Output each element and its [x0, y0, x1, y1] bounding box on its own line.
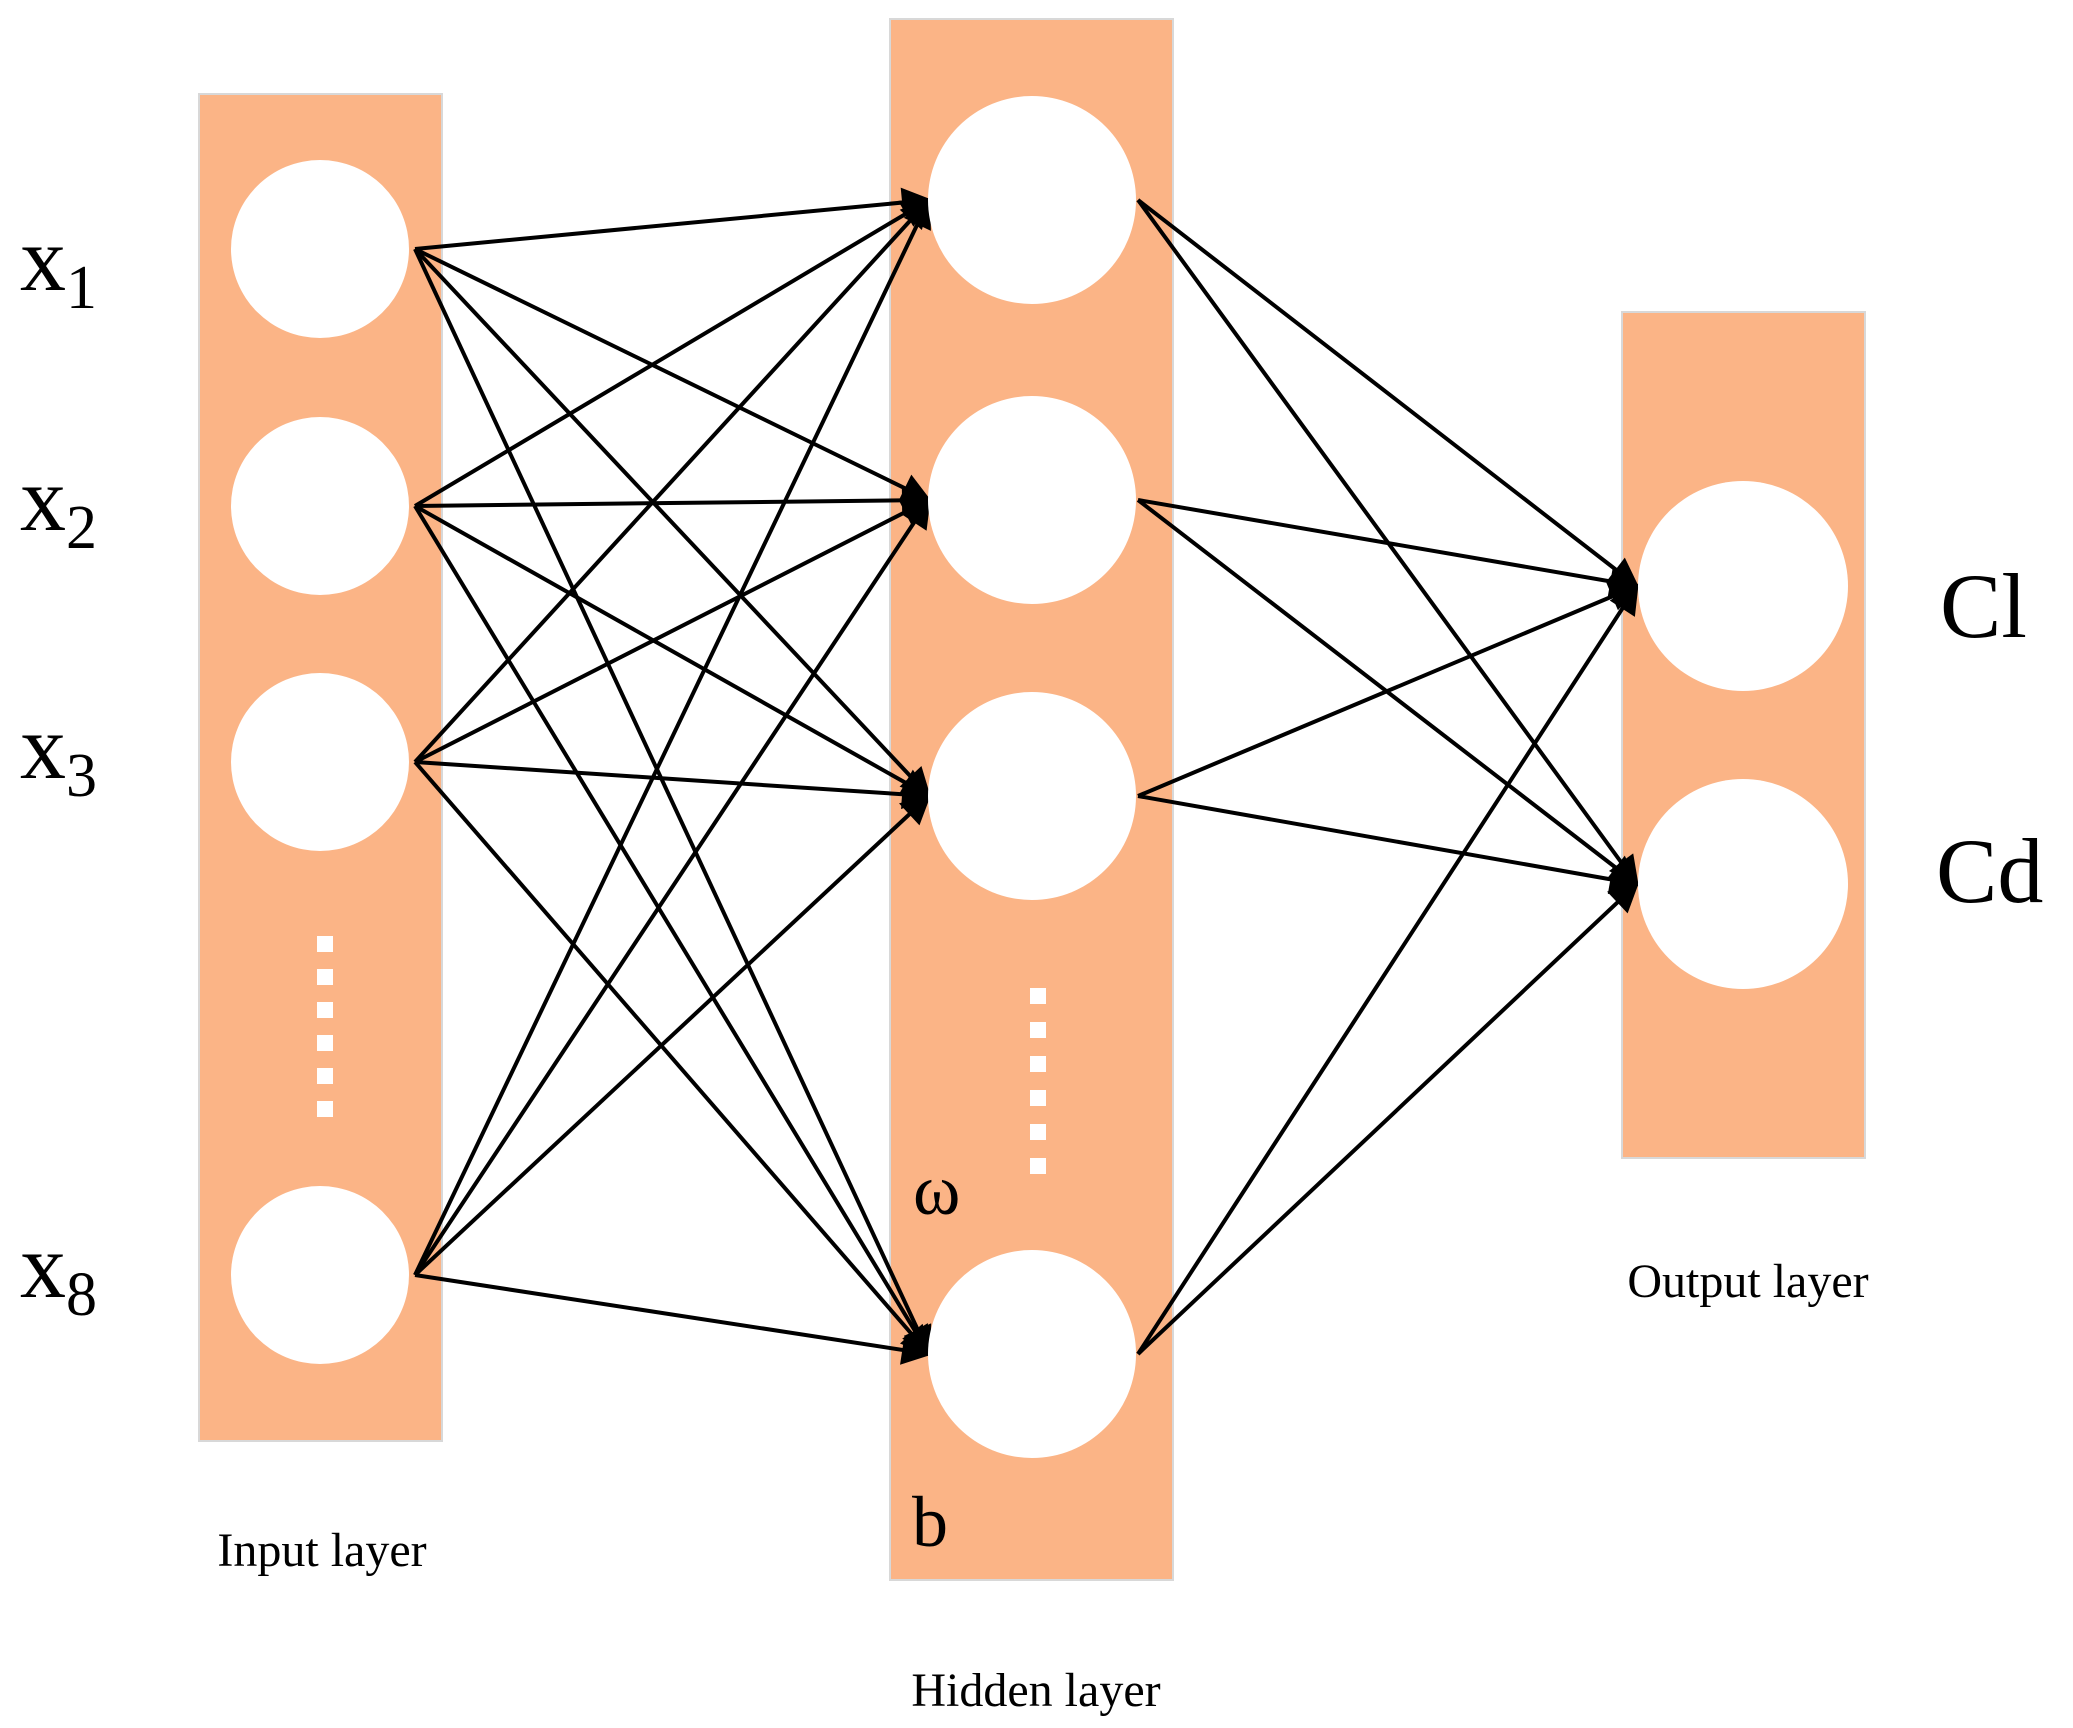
- hidden-node-2: [928, 396, 1136, 604]
- edge-input-0-hidden-3: [413, 248, 932, 1357]
- output-node-cl: [1638, 481, 1848, 691]
- input-label-x2: x2: [20, 448, 97, 562]
- edge-hidden-0-output-0: [1136, 198, 1640, 588]
- edge-input-2-hidden-1: [414, 498, 932, 764]
- input-label-x3: x3: [20, 696, 97, 810]
- input-node-x2: [231, 417, 409, 595]
- edge-hidden-2-output-0: [1137, 582, 1640, 798]
- edge-input-3-hidden-1: [413, 497, 931, 1277]
- edge-hidden-1-output-0: [1137, 498, 1640, 597]
- input-label-x1: x1: [20, 208, 97, 322]
- edge-input-1-hidden-0: [413, 198, 932, 508]
- hidden-layer-caption: Hidden layer: [911, 1664, 1160, 1717]
- output-layer-caption: Output layer: [1627, 1255, 1868, 1308]
- edge-input-3-hidden-2: [413, 793, 932, 1277]
- output-node-cd: [1638, 779, 1848, 989]
- output-layer-panel: [1621, 311, 1866, 1159]
- bias-symbol: b: [912, 1482, 948, 1562]
- edge-input-2-hidden-0: [413, 197, 932, 764]
- output-label-cd: Cd: [1936, 820, 2043, 922]
- hidden-node-3: [928, 692, 1136, 900]
- edge-input-1-hidden-2: [414, 504, 932, 798]
- edge-hidden-3-output-1: [1136, 881, 1640, 1356]
- weight-symbol: ω: [913, 1150, 960, 1230]
- hidden-node-4: [928, 1250, 1136, 1458]
- connection-edges: [413, 187, 1640, 1365]
- input-label-x8: x8: [20, 1215, 97, 1329]
- input-node-x3: [231, 673, 409, 851]
- edge-input-2-hidden-2: [414, 760, 932, 810]
- edge-input-3-hidden-3: [414, 1273, 932, 1365]
- hidden-ellipsis: [1030, 988, 1046, 1174]
- hidden-node-1: [928, 96, 1136, 304]
- input-ellipsis: [317, 936, 333, 1117]
- edge-input-1-hidden-1: [414, 485, 932, 516]
- edge-input-1-hidden-3: [413, 504, 931, 1357]
- edge-input-0-hidden-2: [413, 247, 932, 799]
- edge-hidden-3-output-0: [1136, 583, 1639, 1356]
- input-node-x1: [231, 160, 409, 338]
- edge-hidden-2-output-1: [1137, 794, 1640, 895]
- input-node-x8: [231, 1186, 409, 1364]
- input-layer-caption: Input layer: [217, 1524, 426, 1577]
- edge-input-0-hidden-0: [414, 187, 932, 251]
- output-label-cl: Cl: [1940, 555, 2027, 657]
- edge-input-3-hidden-0: [413, 197, 931, 1276]
- edge-input-2-hidden-3: [413, 760, 931, 1357]
- edge-input-0-hidden-1: [414, 247, 932, 502]
